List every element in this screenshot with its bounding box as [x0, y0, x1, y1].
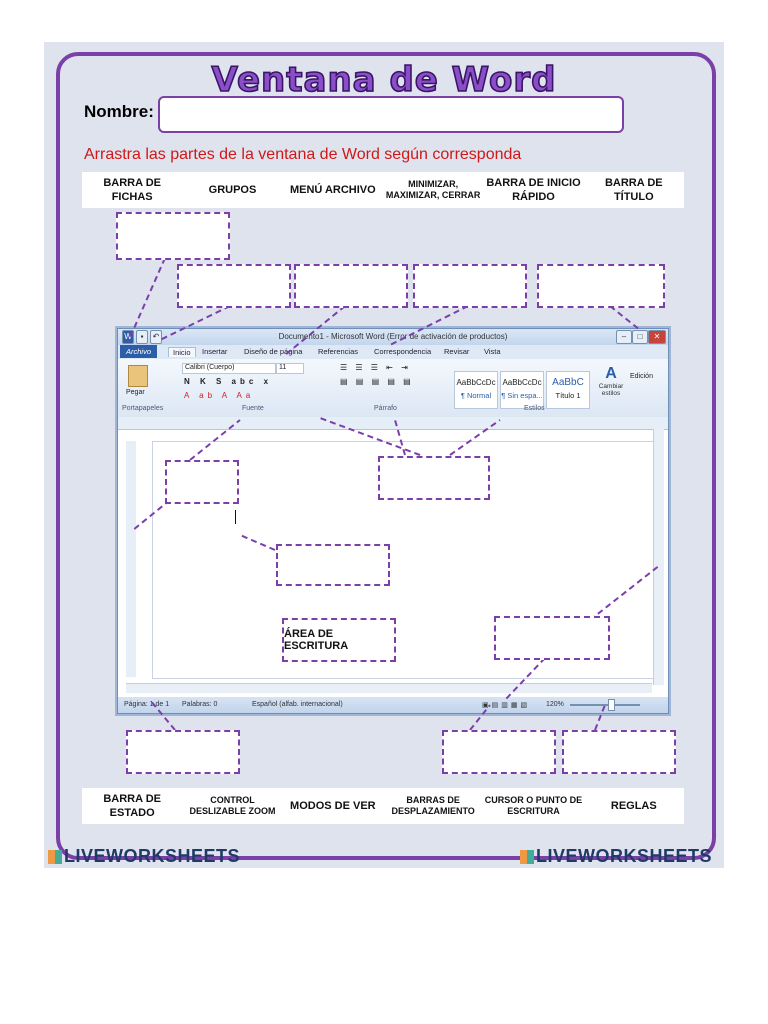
undo-icon: ↶ — [150, 330, 162, 344]
tab-revisar: Revisar — [444, 347, 470, 356]
draggable-label[interactable]: CURSOR O PUNTO DE ESCRITURA — [484, 795, 583, 816]
liveworksheets-logo-icon — [520, 850, 534, 864]
tab-referencias: Referencias — [318, 347, 359, 356]
draggable-label[interactable]: GRUPOS — [208, 184, 257, 196]
zoom-value: 120% — [546, 701, 564, 708]
tab-correspondencia: Correspondencia — [374, 347, 432, 356]
status-page: Página: 1 de 1 — [124, 701, 170, 708]
drop-zone[interactable] — [494, 616, 610, 660]
tab-inicio: Inicio — [168, 347, 196, 357]
group-font-label: Fuente — [242, 405, 264, 412]
horizontal-scrollbar — [126, 683, 652, 693]
zoom-slider — [570, 704, 640, 706]
vertical-scrollbar — [653, 429, 664, 685]
view-mode-icons: ▣▤▥▦▧ — [482, 702, 531, 709]
group-clipboard-label: Portapapeles — [122, 405, 164, 412]
tab-vista: Vista — [484, 347, 501, 356]
drop-zone-filled[interactable]: ÁREA DE ESCRITURA — [282, 618, 396, 662]
draggable-label[interactable]: MODOS DE VER — [290, 800, 376, 812]
paste-icon — [128, 365, 148, 387]
style-normal: AaBbCcDc¶ Normal — [454, 371, 498, 409]
drop-zone[interactable] — [126, 730, 240, 774]
top-word-bank: BARRA DE FICHAS GRUPOS MENÚ ARCHIVO MINI… — [82, 172, 684, 208]
liveworksheets-logo-icon — [48, 850, 62, 864]
save-icon: ▪ — [136, 330, 148, 344]
horizontal-ruler — [118, 417, 668, 430]
drop-zone[interactable] — [276, 544, 390, 586]
drop-zone[interactable] — [165, 460, 239, 504]
style-no-spacing: AaBbCcDc¶ Sin espa... — [500, 371, 544, 409]
editing-button: Edición — [630, 373, 653, 380]
file-tab: Archivo — [120, 345, 158, 358]
drop-zone[interactable] — [562, 730, 676, 774]
group-paragraph-label: Párrafo — [374, 405, 397, 412]
font-name-box: Calibri (Cuerpo) — [182, 363, 276, 374]
draggable-label[interactable]: BARRA DE INICIO RÁPIDO — [486, 177, 581, 203]
ribbon-tabs: Archivo Inicio Insertar Diseño de página… — [118, 345, 668, 359]
window-title: Documento1 - Microsoft Word (Error de ac… — [278, 332, 508, 341]
bottom-word-bank: BARRA DE ESTADO CONTROL DESLIZABLE ZOOM … — [82, 788, 684, 824]
text-cursor — [235, 510, 236, 524]
zoom-slider-thumb — [608, 699, 615, 711]
name-label: Nombre: — [84, 102, 154, 121]
paste-label: Pegar — [126, 389, 145, 396]
font-format-icons: N K S abc x — [184, 377, 273, 386]
minimize-icon: – — [616, 330, 632, 344]
draggable-label[interactable]: BARRA DE FICHAS — [103, 177, 161, 203]
drop-zone[interactable] — [116, 212, 230, 260]
drop-zone[interactable] — [294, 264, 408, 308]
font-color-icons: A ab A Aa — [184, 391, 255, 400]
close-icon: ✕ — [648, 330, 666, 344]
drop-zone[interactable] — [177, 264, 291, 308]
drop-zone[interactable] — [442, 730, 556, 774]
drop-zone[interactable] — [378, 456, 490, 500]
draggable-label[interactable]: CONTROL DESLIZABLE ZOOM — [189, 795, 276, 816]
draggable-label[interactable]: BARRAS DE DESPLAZAMIENTO — [391, 795, 475, 816]
draggable-label[interactable]: BARRA DE ESTADO — [103, 793, 161, 819]
drop-zone[interactable] — [413, 264, 527, 308]
name-input[interactable] — [158, 96, 624, 133]
footer-logo-left: LIVEWORKSHEETS — [48, 846, 240, 867]
worksheet-title: Ventana de Word — [211, 59, 557, 101]
maximize-icon: □ — [632, 330, 648, 344]
paragraph-icons: ☰ ☰ ☰ ⇤ ⇥ — [340, 363, 411, 372]
font-size-box: 11 — [276, 363, 304, 374]
group-styles-label: Estilos — [524, 405, 545, 412]
title-bar: Documento1 - Microsoft Word (Error de ac… — [118, 329, 668, 345]
tab-insertar: Insertar — [202, 347, 228, 356]
status-words: Palabras: 0 — [182, 701, 218, 708]
draggable-label[interactable]: MENÚ ARCHIVO — [289, 184, 376, 196]
ribbon: Pegar Calibri (Cuerpo) 11 N K S abc x A … — [118, 359, 668, 418]
tab-diseno: Diseño de página — [244, 347, 303, 356]
align-icons: ▤ ▤ ▤ ▤ ▤ — [340, 377, 414, 386]
status-bar: Página: 1 de 1 Palabras: 0 Español (alfa… — [118, 697, 668, 713]
drop-zone[interactable] — [537, 264, 665, 308]
draggable-label[interactable]: REGLAS — [610, 800, 657, 812]
vertical-ruler — [126, 441, 136, 677]
status-language: Español (alfab. internacional) — [252, 701, 343, 708]
draggable-label[interactable]: BARRA DE TÍTULO — [604, 177, 663, 203]
footer-logo-right: LIVEWORKSHEETS — [520, 846, 712, 867]
instruction-text: Arrastra las partes de la ventana de Wor… — [84, 146, 522, 163]
draggable-label[interactable]: MINIMIZAR, MAXIMIZAR, CERRAR — [385, 179, 481, 200]
